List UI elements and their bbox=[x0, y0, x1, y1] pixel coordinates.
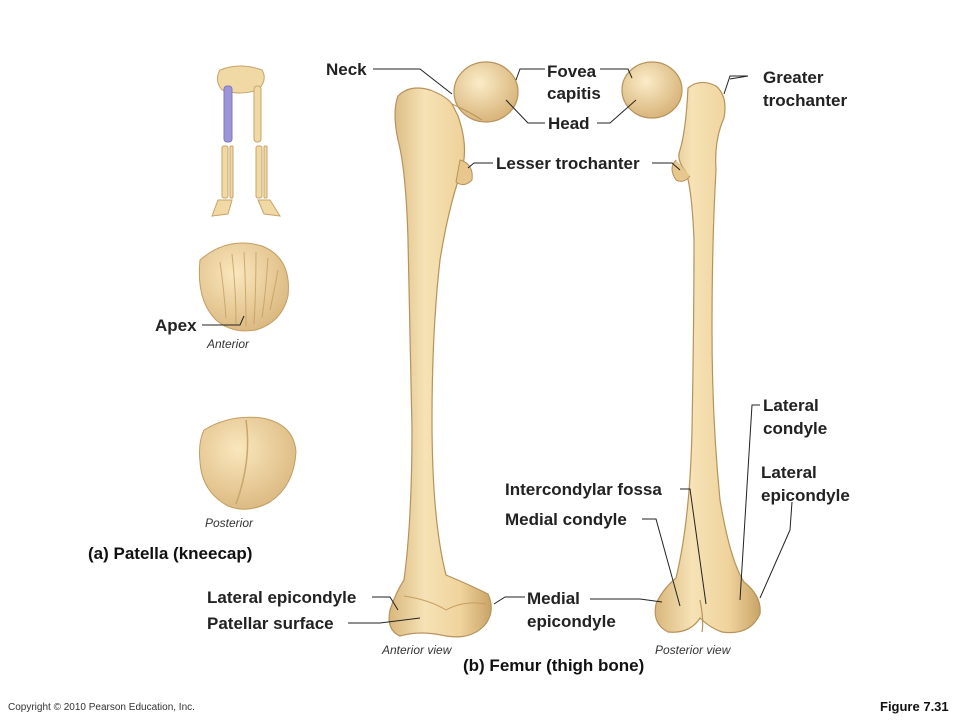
view-label-femur-posterior: Posterior view bbox=[655, 643, 731, 657]
label-lateral-epicondyle-right-line2: epicondyle bbox=[761, 486, 850, 505]
figure-number: Figure 7.31 bbox=[880, 699, 949, 714]
leader-intercondylar bbox=[680, 488, 707, 605]
view-label-femur-anterior: Anterior view bbox=[382, 643, 452, 657]
leader-medial-epi-posterior bbox=[590, 598, 663, 603]
leader-head-posterior bbox=[597, 99, 637, 124]
caption-patella: (a) Patella (kneecap) bbox=[88, 544, 253, 563]
label-lateral-condyle-line2: condyle bbox=[763, 419, 828, 438]
leader-head-anterior bbox=[505, 99, 545, 124]
label-medial-epicondyle-line1: Medial bbox=[527, 589, 580, 608]
label-greater-trochanter-line2: trochanter bbox=[763, 91, 848, 110]
leader-medial-epi-anterior bbox=[493, 596, 525, 605]
leader-lateral-condyle bbox=[739, 404, 760, 601]
label-lateral-condyle-line1: Lateral bbox=[763, 396, 819, 415]
patella-anterior bbox=[198, 242, 289, 332]
leader-lateral-epicondyle-left bbox=[372, 596, 399, 611]
caption-femur: (b) Femur (thigh bone) bbox=[463, 656, 645, 675]
label-intercondylar-fossa: Intercondylar fossa bbox=[505, 480, 662, 499]
label-head: Head bbox=[548, 114, 590, 133]
label-apex: Apex bbox=[155, 316, 197, 335]
femur-posterior bbox=[621, 61, 761, 634]
label-medial-condyle: Medial condyle bbox=[505, 510, 627, 529]
leader-medial-condyle bbox=[642, 518, 681, 607]
leader-lesser-posterior bbox=[652, 162, 681, 171]
skeleton-legs-icon bbox=[211, 65, 281, 217]
leader-greater-trochanter-2 bbox=[723, 75, 748, 95]
label-lesser-trochanter: Lesser trochanter bbox=[496, 154, 640, 173]
leader-fovea-posterior bbox=[600, 68, 633, 79]
leader-fovea-anterior bbox=[515, 68, 545, 81]
view-label-patella-anterior: Anterior bbox=[207, 337, 250, 351]
femur-anterior bbox=[388, 61, 519, 638]
label-medial-epicondyle-line2: epicondyle bbox=[527, 612, 616, 631]
label-greater-trochanter-line1: Greater bbox=[763, 68, 824, 87]
highlighted-femur-icon bbox=[223, 85, 233, 143]
leader-patellar-surface bbox=[348, 617, 421, 624]
label-fovea-capitis-line2: capitis bbox=[547, 84, 601, 103]
leader-neck bbox=[373, 68, 453, 95]
label-lateral-epicondyle-right-line1: Lateral bbox=[761, 463, 817, 482]
patella-posterior bbox=[199, 416, 297, 510]
label-lateral-epicondyle-left: Lateral epicondyle bbox=[207, 588, 357, 607]
leader-lateral-epicondyle-right bbox=[759, 501, 793, 599]
label-neck: Neck bbox=[326, 60, 367, 79]
leader-lines bbox=[202, 68, 793, 624]
leader-apex bbox=[202, 315, 245, 326]
label-fovea-capitis-line1: Fovea bbox=[547, 62, 597, 81]
label-patellar-surface: Patellar surface bbox=[207, 614, 334, 633]
leader-lesser-anterior bbox=[467, 162, 493, 169]
view-label-patella-posterior: Posterior bbox=[205, 516, 254, 530]
copyright-notice: Copyright © 2010 Pearson Education, Inc. bbox=[8, 702, 195, 713]
